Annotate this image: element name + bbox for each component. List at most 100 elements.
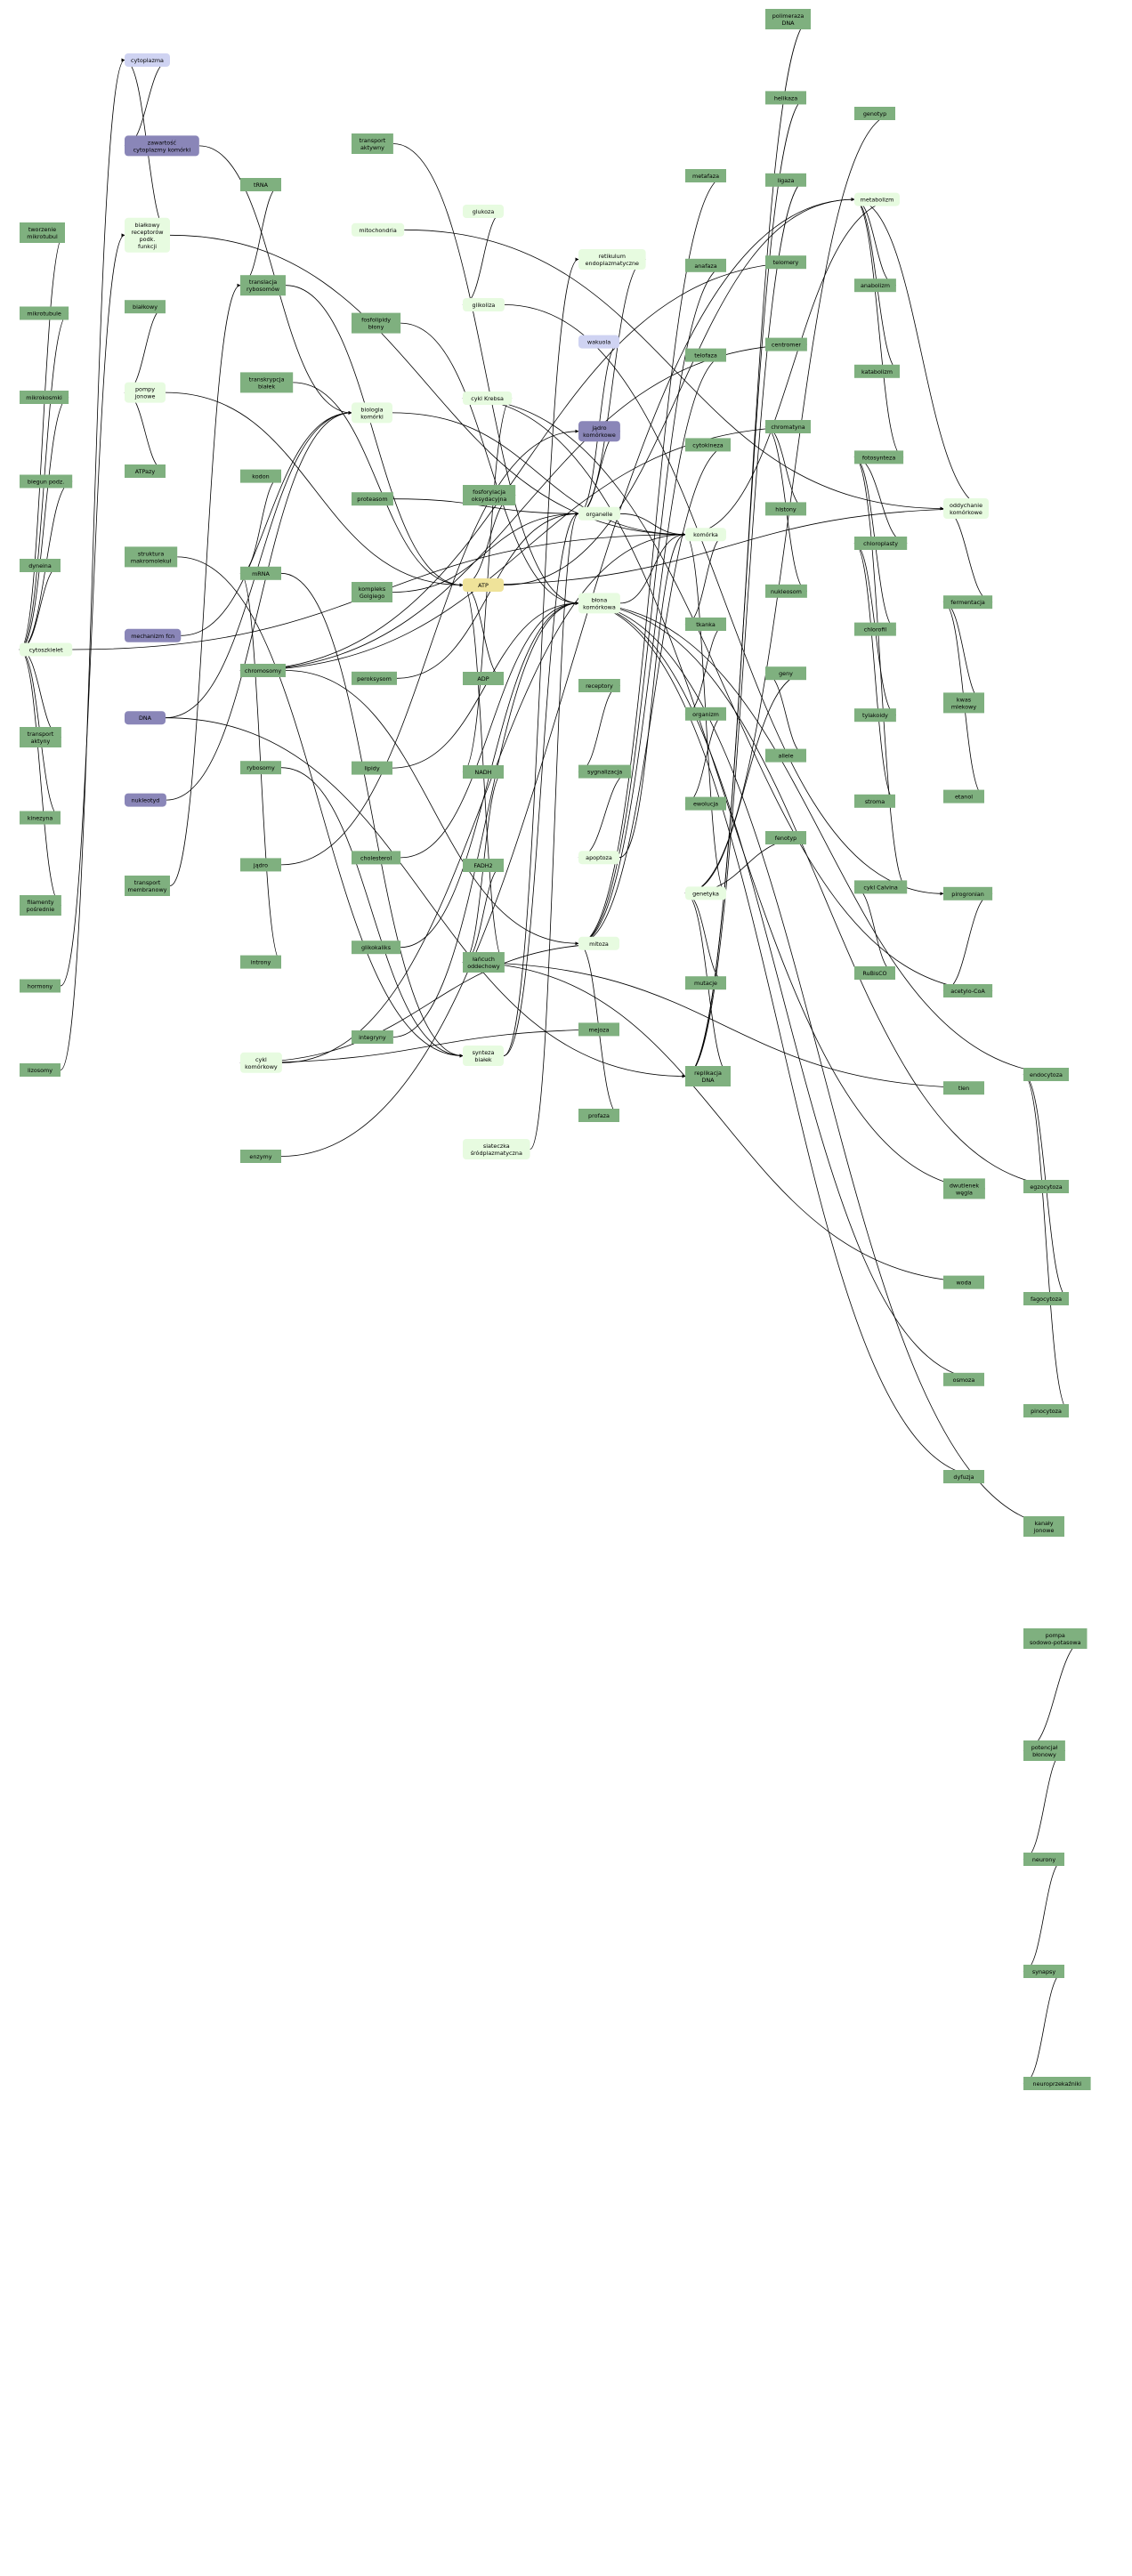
node-box[interactable] (20, 727, 61, 747)
node-box[interactable] (685, 528, 726, 542)
node-box[interactable] (765, 255, 806, 270)
node-n79[interactable]: helikaza (765, 91, 806, 105)
node-n2[interactable]: mikrotubule (20, 306, 69, 320)
node-n101[interactable]: fermentacja (943, 595, 993, 610)
node-box[interactable] (765, 9, 811, 29)
node-n119[interactable]: synapsy (1023, 1965, 1064, 1978)
node-box[interactable] (125, 793, 166, 807)
node-n69[interactable]: telofaza (685, 348, 726, 362)
node-n47[interactable]: cykl Krebsa (463, 392, 513, 405)
node-n86[interactable]: geny (765, 666, 806, 681)
node-box[interactable] (765, 748, 806, 763)
node-n73[interactable]: organizm (685, 707, 726, 721)
node-n110[interactable]: dyfuzja (943, 1470, 984, 1483)
node-box[interactable] (240, 955, 281, 969)
node-box[interactable] (463, 1139, 530, 1159)
node-box[interactable] (20, 979, 61, 993)
node-n74[interactable]: ewolucja (685, 796, 726, 811)
node-box[interactable] (240, 1052, 282, 1073)
node-n106[interactable]: tlen (943, 1081, 984, 1095)
node-n11[interactable]: lizosomy (20, 1063, 61, 1077)
node-box[interactable] (765, 502, 806, 516)
node-n8[interactable]: kinezyna (20, 811, 61, 825)
node-n81[interactable]: telomery (765, 255, 806, 270)
node-n28[interactable]: chromosomy (240, 664, 286, 677)
node-n109[interactable]: osmoza (943, 1372, 984, 1386)
node-box[interactable] (240, 761, 281, 775)
node-n98[interactable]: cykl Calvina (854, 880, 908, 894)
node-box[interactable] (20, 222, 65, 243)
node-box[interactable] (1023, 1516, 1064, 1537)
node-n93[interactable]: fotosynteza (854, 450, 904, 464)
node-n82[interactable]: centromer (765, 337, 807, 351)
node-box[interactable] (352, 582, 392, 602)
node-n95[interactable]: chlorofil (854, 622, 896, 636)
node-box[interactable] (685, 796, 726, 811)
node-box[interactable] (854, 794, 895, 808)
node-box[interactable] (578, 936, 619, 950)
node-n64[interactable]: mitoza (578, 936, 619, 950)
node-box[interactable] (578, 1109, 619, 1122)
node-box[interactable] (463, 205, 504, 218)
node-n4[interactable]: biegun podz. (20, 474, 73, 489)
node-n23[interactable]: tRNA (240, 178, 281, 191)
node-box[interactable] (352, 133, 393, 154)
node-box[interactable] (125, 876, 170, 896)
node-n31[interactable]: introny (240, 955, 281, 969)
node-box[interactable] (352, 851, 401, 865)
node-box[interactable] (685, 258, 726, 272)
node-n72[interactable]: tkanka (685, 618, 726, 631)
node-box[interactable] (125, 217, 170, 253)
node-n63[interactable]: apoptoza (578, 851, 619, 865)
node-box[interactable] (578, 851, 619, 865)
node-n90[interactable]: metabolizm (854, 192, 900, 206)
node-n120[interactable]: neuroprzekaźniki (1023, 2077, 1091, 2090)
node-n84[interactable]: histony (765, 502, 806, 516)
node-box[interactable] (854, 279, 896, 293)
node-box[interactable] (578, 1022, 619, 1037)
node-n38[interactable]: proteasom (352, 492, 393, 506)
node-box[interactable] (1023, 1292, 1069, 1305)
node-n45[interactable]: glukoza (463, 205, 504, 218)
node-box[interactable] (352, 222, 405, 237)
node-n30[interactable]: jądro (240, 858, 281, 872)
node-box[interactable] (943, 984, 993, 997)
node-n62[interactable]: sygnalizacja (578, 764, 632, 779)
node-box[interactable] (854, 192, 900, 206)
node-box[interactable] (578, 249, 646, 270)
node-n20[interactable]: DNA (125, 711, 166, 725)
node-box[interactable] (463, 392, 513, 405)
node-box[interactable] (854, 966, 895, 980)
node-box[interactable] (685, 886, 726, 900)
node-box[interactable] (943, 1470, 984, 1483)
node-box[interactable] (765, 420, 811, 433)
node-n52[interactable]: FADH2 (463, 859, 504, 872)
node-box[interactable] (125, 135, 199, 157)
node-n19[interactable]: mechanizm fcn (125, 628, 182, 642)
node-box[interactable] (943, 692, 984, 714)
node-box[interactable] (240, 664, 286, 677)
node-box[interactable] (854, 708, 896, 723)
node-n114[interactable]: pinocytoza (1023, 1404, 1069, 1417)
node-n49[interactable]: ATP (463, 578, 504, 592)
node-box[interactable] (685, 438, 731, 452)
node-n103[interactable]: etanol (943, 789, 984, 803)
node-box[interactable] (240, 372, 294, 393)
node-box[interactable] (854, 622, 896, 636)
